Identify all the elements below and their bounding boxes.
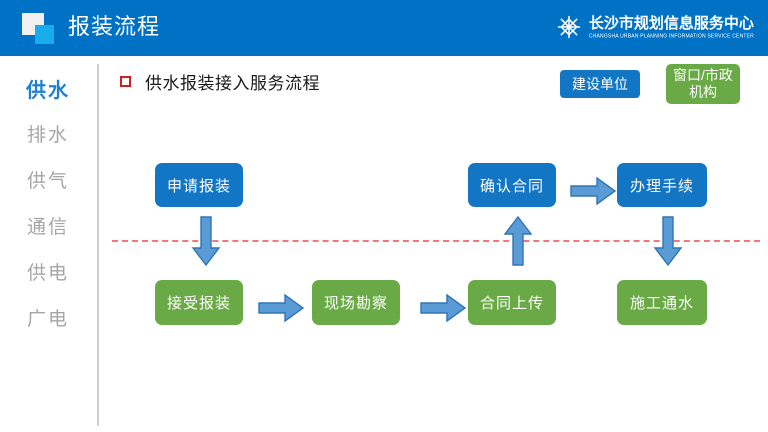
legend-construction-unit[interactable]: 建设单位 [560,70,640,98]
flow-arrow-procedure-to-construct [653,216,683,271]
swimlane-divider [112,240,760,242]
flow-node-survey[interactable]: 现场勘察 [312,280,400,325]
flow-node-apply[interactable]: 申请报装 [155,163,243,207]
sidebar-item-label: 供电 [26,263,69,284]
legend-window-municipal-label-line1: 窗口/市政 [673,67,733,83]
flow-arrow-survey-to-upload [420,293,467,328]
flow-arrow-confirm-to-procedure [570,176,617,211]
sidebar-item-0[interactable]: 供水 [0,74,96,103]
flow-node-upload[interactable]: 合同上传 [468,280,556,325]
flow-node-label: 施工通水 [629,295,694,312]
brand-name-en: CHANGSHA URBAN PLANNING INFORMATION SERV… [588,32,754,40]
sidebar-item-label: 供水 [26,80,70,102]
flow-arrow-accept-to-survey [258,293,305,328]
sidebar-item-label: 通信 [26,217,69,238]
app-header: 报装流程 长沙市规划信息服务中心 CHANGSHA URBAN PLANNING… [0,0,768,56]
legend-window-municipal-label-line2: 机构 [689,84,717,100]
sidebar-item-label: 供气 [26,171,69,192]
sidebar-item-3[interactable]: 通信 [0,212,96,239]
flow-node-label: 申请报装 [166,177,231,195]
sidebar-item-2[interactable]: 供气 [0,166,96,193]
flow-node-label: 合同上传 [479,295,544,312]
flow-node-construct[interactable]: 施工通水 [617,280,707,325]
brand-block: 长沙市规划信息服务中心 CHANGSHA URBAN PLANNING INFO… [555,13,754,41]
sidebar-item-1[interactable]: 排水 [0,120,96,147]
brand-text: 长沙市规划信息服务中心 CHANGSHA URBAN PLANNING INFO… [589,16,754,39]
flow-arrow-upload-to-confirm [503,215,533,271]
page-title: 报装流程 [68,14,161,39]
sidebar-divider [97,64,99,426]
sidebar-item-label: 广电 [26,309,69,330]
flow-node-label: 确认合同 [479,177,544,195]
sidebar: 供水排水供气通信供电广电 [0,56,98,432]
flow-node-procedure[interactable]: 办理手续 [617,163,707,207]
red-square-bullet-icon [120,76,131,87]
legend-window-municipal[interactable]: 窗口/市政 机构 [666,64,740,104]
brand-name-cn: 长沙市规划信息服务中心 [588,14,754,32]
snowflake-emblem-icon [557,15,581,39]
section-heading: 供水报装接入服务流程 [120,69,320,94]
sidebar-item-label: 排水 [26,125,69,146]
sidebar-item-5[interactable]: 广电 [0,304,96,331]
flow-node-label: 办理手续 [629,177,694,195]
flow-arrow-apply-to-accept [191,216,221,271]
two-squares-logo-icon [22,13,56,45]
flow-node-label: 接受报装 [166,295,231,312]
sidebar-item-4[interactable]: 供电 [0,258,96,285]
logo-square-blue [35,25,54,44]
flow-node-accept[interactable]: 接受报装 [155,280,243,325]
legend-construction-unit-label: 建设单位 [572,76,628,92]
flow-node-confirm[interactable]: 确认合同 [468,163,556,207]
section-title-text: 供水报装接入服务流程 [145,74,320,93]
flow-node-label: 现场勘察 [323,295,388,312]
